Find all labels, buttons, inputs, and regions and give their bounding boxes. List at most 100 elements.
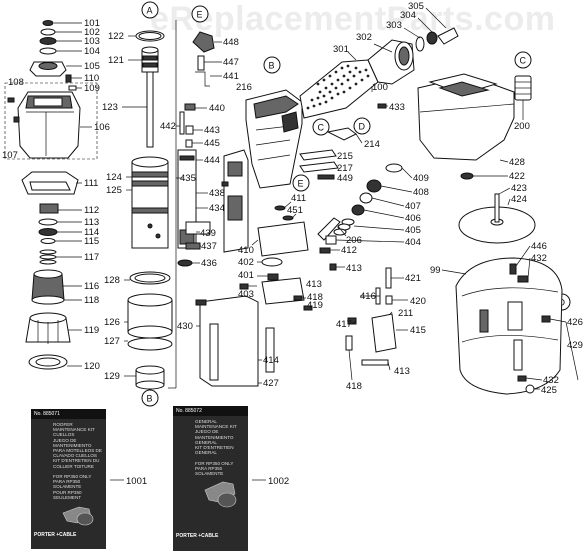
kit-labels: 1001 1002 xyxy=(110,476,289,487)
part-435 xyxy=(221,181,229,187)
label-415: 415 xyxy=(410,325,426,336)
label-1001: 1001 xyxy=(126,476,147,487)
label-1002: 1002 xyxy=(268,476,289,487)
label-413c: 413 xyxy=(394,366,410,377)
part-screw-101 xyxy=(42,20,54,26)
part-433 xyxy=(377,103,387,109)
label-439: 439 xyxy=(200,228,216,239)
part-442 xyxy=(179,111,185,135)
callout-e-mid: E xyxy=(292,174,310,192)
label-112: 112 xyxy=(84,205,99,216)
svg-text:B: B xyxy=(147,394,153,404)
kit-brand-logo: PORTER +CABLE xyxy=(176,533,219,539)
part-214 xyxy=(326,127,357,141)
magazine-labels: 200 428 422 423 424 99 446 432 426 429 4… xyxy=(430,121,583,396)
cap-assembly xyxy=(4,20,98,370)
part-407 xyxy=(359,192,373,204)
part-401 xyxy=(267,273,279,281)
label-301: 301 xyxy=(333,44,349,55)
label-305: 305 xyxy=(408,1,424,12)
label-421: 421 xyxy=(405,273,421,284)
part-426 xyxy=(541,315,551,323)
trigger-assembly xyxy=(176,31,275,387)
callout-c-mid: C xyxy=(312,118,330,136)
part-spring-117 xyxy=(39,249,57,265)
kit-description: GENERAL MAINTENANCE KIT JUEGO DE MANTENI… xyxy=(195,419,237,477)
part-446 xyxy=(509,263,517,275)
part-driver-blade-123 xyxy=(146,71,154,148)
label-127: 127 xyxy=(104,336,120,347)
label-427: 427 xyxy=(263,378,279,389)
label-101: 101 xyxy=(84,18,100,29)
label-114: 114 xyxy=(84,227,99,238)
part-448 xyxy=(192,31,215,53)
part-114 xyxy=(38,228,58,236)
part-425 xyxy=(525,384,535,394)
maintenance-kit-1002: No. 885072 GENERAL MAINTENANCE KIT JUEGO… xyxy=(173,406,248,551)
part-404 xyxy=(325,235,337,245)
svg-text:A: A xyxy=(147,6,153,16)
label-433: 433 xyxy=(389,102,405,113)
feed-labels: 411 451 410 402 401 403 206 412 413 413 … xyxy=(238,173,429,392)
label-419: 419 xyxy=(307,300,323,311)
part-402 xyxy=(261,257,283,267)
part-304 xyxy=(426,31,438,45)
callout-b-bottom: B xyxy=(141,389,159,407)
label-407: 407 xyxy=(405,201,421,212)
nailer-image xyxy=(199,476,239,512)
part-screw-108 xyxy=(7,97,15,103)
label-215: 215 xyxy=(337,151,353,162)
label-432b: 432 xyxy=(543,375,559,386)
part-443 xyxy=(185,125,194,135)
label-443: 443 xyxy=(204,125,220,136)
part-412 xyxy=(319,247,331,254)
label-124: 124 xyxy=(106,172,122,183)
label-449: 449 xyxy=(337,173,353,184)
label-441: 441 xyxy=(223,71,239,82)
part-pin-109 xyxy=(68,85,77,91)
label-100: 100 xyxy=(372,82,388,93)
part-441 xyxy=(195,71,210,87)
label-115: 115 xyxy=(84,236,99,247)
label-99: 99 xyxy=(430,265,441,276)
label-417: 417 xyxy=(336,319,352,330)
label-429: 429 xyxy=(567,340,583,351)
label-444: 444 xyxy=(204,155,220,166)
part-post-423 xyxy=(494,193,500,223)
svg-text:E: E xyxy=(197,10,203,20)
label-119: 119 xyxy=(84,325,99,336)
part-422 xyxy=(460,172,474,180)
part-rod-429 xyxy=(565,321,579,381)
piston-labels: 122 121 123 124 125 128 126 127 129 xyxy=(102,31,124,382)
label-106: 106 xyxy=(94,122,110,133)
kit-number: No. 885071 xyxy=(34,411,60,417)
part-112 xyxy=(39,203,59,214)
label-416: 416 xyxy=(360,291,376,302)
part-419 xyxy=(303,305,313,311)
label-123: 123 xyxy=(102,102,118,113)
label-430: 430 xyxy=(177,321,193,332)
part-451 xyxy=(282,215,294,221)
label-105: 105 xyxy=(84,61,100,72)
svg-text:C: C xyxy=(520,56,527,66)
label-302: 302 xyxy=(356,32,372,43)
label-410: 410 xyxy=(238,245,254,256)
part-414 xyxy=(265,327,275,373)
label-404: 404 xyxy=(405,237,421,248)
part-nose-427 xyxy=(199,295,259,387)
part-432a xyxy=(517,275,529,283)
part-430 xyxy=(195,299,207,306)
left-column-labels: 101 102 103 104 105 108 110 109 107 106 … xyxy=(2,18,110,372)
label-211: 211 xyxy=(398,308,413,319)
label-216: 216 xyxy=(236,82,252,93)
label-118: 118 xyxy=(84,295,99,306)
part-420 xyxy=(385,295,393,305)
part-washer-102 xyxy=(40,28,56,36)
part-127 xyxy=(127,337,173,351)
part-440 xyxy=(184,103,196,111)
magazine-assembly xyxy=(417,73,579,395)
label-102: 102 xyxy=(84,27,100,38)
label-120: 120 xyxy=(84,361,100,372)
